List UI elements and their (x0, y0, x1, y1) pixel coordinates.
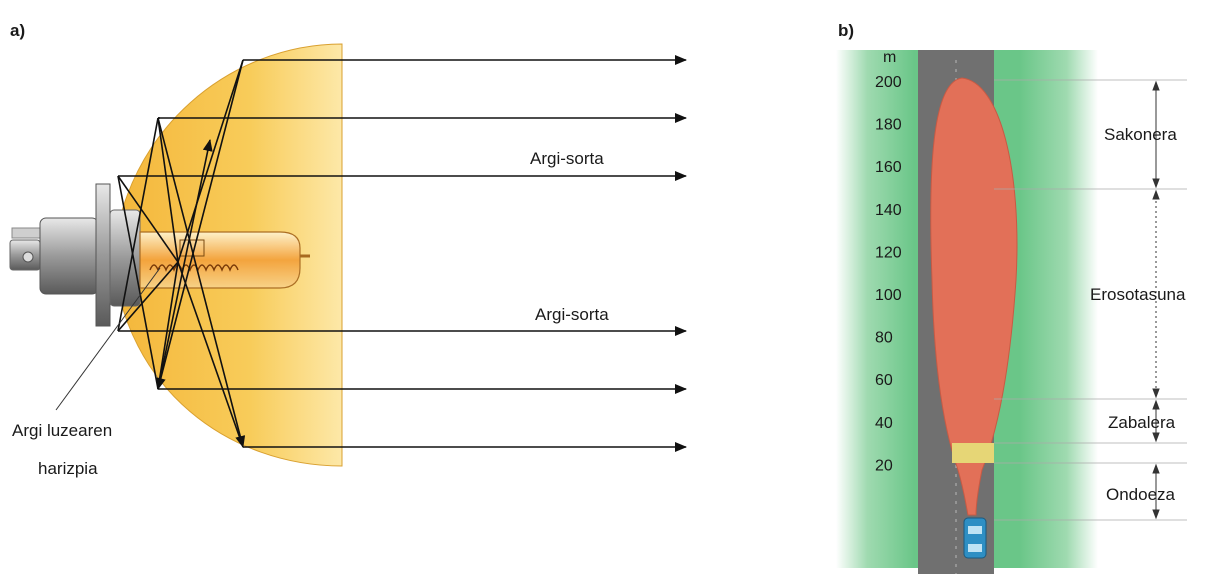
zone-label-zabalera: Zabalera (1108, 413, 1176, 432)
zone-dim-arrows (1152, 80, 1160, 520)
scale-tick-label: 120 (875, 244, 902, 261)
filament-label-line2: harizpia (38, 459, 98, 478)
scale-tick-label: 20 (875, 457, 893, 474)
zone-label-erosotasuna: Erosotasuna (1090, 285, 1186, 304)
scale-tick-label: 40 (875, 415, 893, 432)
beam-arrows (118, 55, 687, 452)
beam-label-upper: Argi-sorta (530, 149, 604, 168)
zone-lines (994, 79, 1187, 521)
car-icon (963, 517, 987, 559)
zone-label-sakonera: Sakonera (1104, 125, 1177, 144)
scale-tick-label: 60 (875, 372, 893, 389)
panel-b-letter: b) (838, 21, 854, 40)
scale-ticks: 200 180 160 140 120 100 80 60 40 20 (875, 74, 902, 474)
scale-tick-label: 180 (875, 117, 902, 134)
panel-b: b) m 200 180 160 140 120 100 80 60 40 20 (836, 21, 1187, 574)
bulb-socket (9, 183, 141, 327)
scale-tick-label: 160 (875, 159, 902, 176)
scale-tick-label: 200 (875, 74, 902, 91)
scale-tick-label: 80 (875, 330, 893, 347)
scale-unit: m (883, 49, 896, 66)
light-rays (117, 59, 246, 448)
filament (149, 264, 239, 272)
scale-tick-label: 140 (875, 202, 902, 219)
filament-label-line1: Argi luzearen (12, 421, 112, 440)
glare-band (952, 443, 994, 463)
zone-label-ondoeza: Ondoeza (1106, 485, 1176, 504)
beam-pattern (930, 77, 1018, 516)
bulb-glass (139, 231, 310, 289)
panel-a: a) (9, 21, 687, 478)
scale-tick-label: 100 (875, 287, 902, 304)
beam-label-lower: Argi-sorta (535, 305, 609, 324)
filament-leader (55, 267, 161, 411)
panel-a-letter: a) (10, 21, 25, 40)
